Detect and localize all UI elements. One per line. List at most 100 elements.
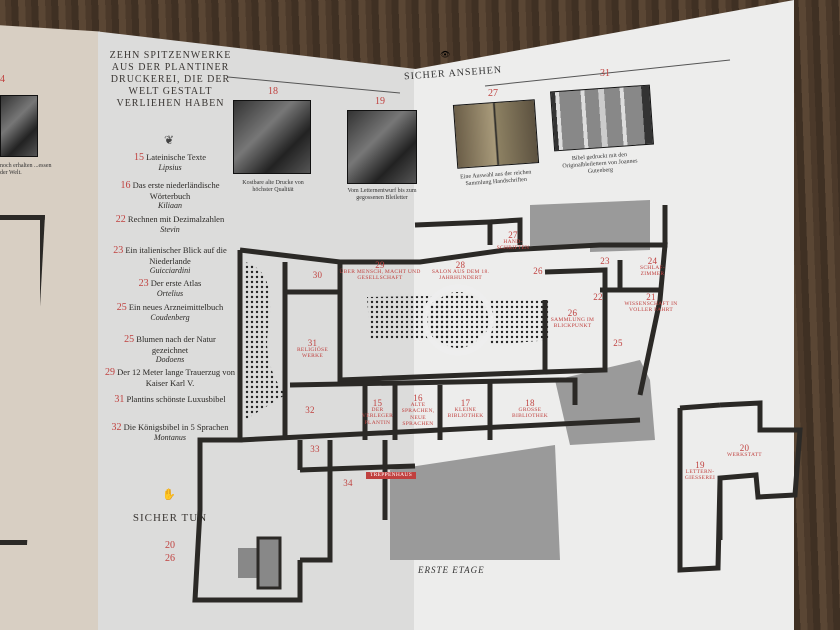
photo-number: 31 bbox=[600, 68, 610, 79]
hand-icon: ✋ bbox=[162, 489, 176, 501]
room-name: DER VERLEGER PLANTIN bbox=[361, 406, 394, 426]
item-title: Der erste Atlas bbox=[150, 278, 202, 288]
item-number: 25 bbox=[116, 302, 127, 313]
item-title: Ein italienischer Blick auf die Niederla… bbox=[125, 245, 227, 266]
photo-caption: noch erhalten ...essen der Welt. bbox=[0, 163, 52, 176]
item-number: 23 bbox=[138, 278, 149, 289]
room-name: KLEINE BIBLIOTHEK bbox=[447, 406, 484, 420]
room-number: 30 bbox=[312, 270, 323, 280]
item-author: Coudenberg bbox=[150, 313, 190, 322]
item-title: Rechnen mit Dezimalzahlen bbox=[127, 214, 225, 224]
item-title: Der 12 Meter lange Trauerzug von Kaiser … bbox=[117, 367, 235, 388]
room-name: WISSENSCHAFT IN VOLLER FAHRT bbox=[624, 300, 678, 314]
item-title: Lateinische Texte bbox=[146, 152, 207, 162]
room-number: 24 bbox=[647, 256, 658, 266]
item-title: Das erste niederländische Wörterbuch bbox=[132, 180, 220, 201]
room-name: SCHLAF-ZIMMER bbox=[639, 264, 666, 278]
photo-foundry bbox=[347, 110, 417, 184]
room-name: WERKSTATT bbox=[727, 451, 762, 458]
left-page: 4 noch erhalten ...essen der Welt. bbox=[0, 25, 100, 630]
room-number: 22 bbox=[593, 292, 603, 302]
item-author: Montanus bbox=[154, 433, 186, 442]
item-number: 22 bbox=[115, 214, 126, 225]
item-author: Lipsius bbox=[158, 163, 182, 172]
room-number: 18 bbox=[525, 398, 535, 408]
item-number: 32 bbox=[111, 422, 122, 433]
room-number: 23 bbox=[600, 256, 610, 266]
room-number: 27 bbox=[508, 230, 518, 240]
room-number: 15 bbox=[372, 398, 383, 408]
photo-caption: Kostbare alte Drucke von höchster Qualit… bbox=[242, 180, 304, 193]
item-number: 25 bbox=[124, 334, 135, 345]
room-name: ALTE SPRACHEN, NEUE SPRACHEN bbox=[401, 401, 435, 428]
item-title: Ein neues Arzneimittelbuch bbox=[128, 302, 224, 312]
photo bbox=[0, 95, 38, 157]
room-name: GROSSE BIBLIOTHEK bbox=[512, 406, 548, 420]
room-name: SALON AUS DEM 18. JAHRHUNDERT bbox=[431, 268, 490, 282]
garden bbox=[430, 292, 486, 348]
room-number: 17 bbox=[460, 398, 471, 408]
room-number: 32 bbox=[305, 405, 315, 415]
sicher-tun-number: 26 bbox=[165, 553, 175, 564]
room-number: 21 bbox=[646, 292, 656, 302]
room-number: 16 bbox=[413, 393, 423, 403]
room-name: SAMMLUNG IM BLICKPUNKT bbox=[550, 316, 595, 330]
room-number: 19 bbox=[695, 460, 705, 470]
room-number: 26 bbox=[533, 266, 543, 276]
sidebar-item: 23 Ein italienischer Blick auf die Niede… bbox=[105, 245, 235, 276]
garden bbox=[475, 300, 550, 345]
item-number: 31 bbox=[114, 394, 125, 405]
walls bbox=[192, 205, 668, 603]
photo-number: 18 bbox=[268, 86, 278, 97]
item-title: Die Königsbibel in 5 Sprachen bbox=[123, 422, 229, 432]
room-number: 29 bbox=[375, 260, 385, 270]
item-number: 29 bbox=[105, 367, 116, 378]
item-number: 15 bbox=[133, 152, 144, 163]
item-number: 16 bbox=[120, 180, 131, 191]
ornament-icon: ❦ bbox=[164, 133, 175, 147]
room-number: 34 bbox=[343, 478, 353, 488]
item-number: 23 bbox=[113, 245, 124, 256]
room-number: 28 bbox=[455, 260, 466, 270]
sidebar-heading: ZEHN SPITZENWERKE AUS DER PLANTINER DRUC… bbox=[109, 50, 232, 109]
sicher-tun-number: 20 bbox=[165, 540, 175, 551]
item-author: Ortelius bbox=[156, 289, 184, 298]
item-author: Kiliaan bbox=[157, 201, 182, 210]
photo-number: 27 bbox=[488, 88, 498, 99]
item-author: Stevin bbox=[160, 225, 180, 234]
room-name: ÜBER MENSCH, MACHT UND GESELLSCHAFT bbox=[339, 268, 421, 282]
photo-library bbox=[233, 100, 311, 174]
sidebar-item: 31 Plantins schönste Luxusbibel bbox=[105, 394, 235, 405]
room-number: 33 bbox=[310, 444, 320, 454]
floor-title: ERSTE ETAGE bbox=[418, 565, 485, 575]
room-number: 20 bbox=[739, 443, 750, 453]
room-number: 26 bbox=[567, 308, 578, 318]
room-number: 31 bbox=[307, 338, 318, 348]
item-title: Blumen nach der Natur gezeichnet bbox=[136, 334, 216, 355]
eye-icon: 👁 bbox=[440, 50, 451, 59]
photo-number: 19 bbox=[375, 96, 385, 107]
item-author: Dodoens bbox=[155, 355, 185, 364]
room-name: RELIGIÖSE WERKE bbox=[296, 346, 329, 360]
sicher-tun-label: SICHER TUN bbox=[132, 512, 208, 524]
item-title: Plantins schönste Luxusbibel bbox=[126, 394, 226, 404]
room-name: HAND-SCHRIFTEN bbox=[496, 238, 530, 252]
room-name: LETTERN-GIESSEREI bbox=[684, 468, 716, 482]
item-author: Guicciardini bbox=[149, 266, 191, 275]
photo-caption: Vom Letternentwurf bis zum gegossenen Bl… bbox=[347, 188, 417, 201]
courtyard-shading bbox=[390, 200, 655, 560]
garden bbox=[245, 262, 285, 420]
room-number: 25 bbox=[613, 338, 623, 348]
room-name: TREPPENHAUS bbox=[366, 472, 416, 479]
annex-walls bbox=[677, 400, 803, 573]
sidebar-item: 29 Der 12 Meter lange Trauerzug von Kais… bbox=[105, 367, 235, 388]
